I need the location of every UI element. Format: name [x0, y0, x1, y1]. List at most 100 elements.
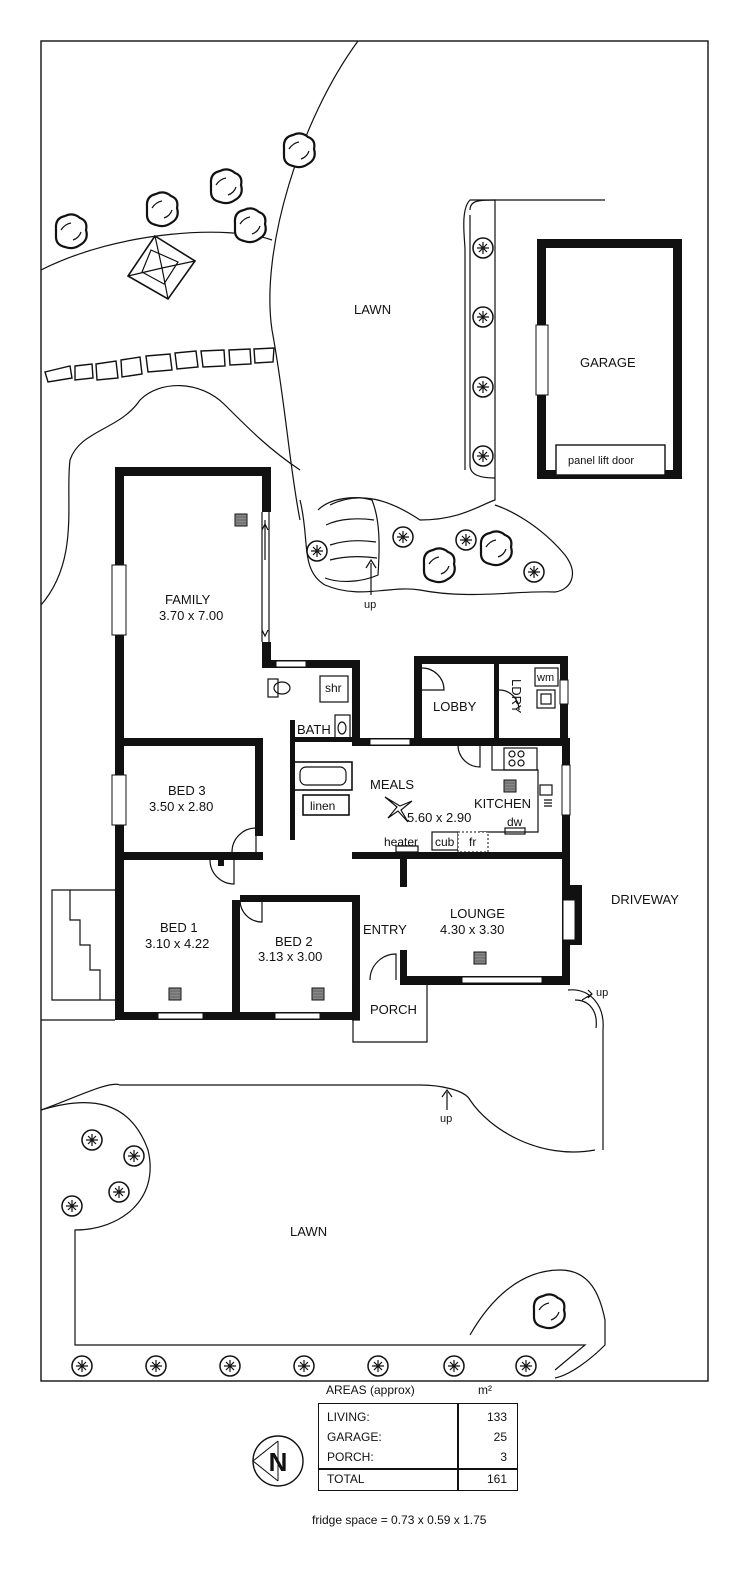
- garage: [535, 239, 682, 479]
- window: [111, 564, 127, 636]
- vent: [473, 951, 487, 965]
- ceiling-fan: [384, 796, 413, 823]
- linen-label: linen: [310, 799, 335, 813]
- door-swing: [231, 827, 257, 853]
- shrub: [219, 1355, 241, 1377]
- shrub: [515, 1355, 537, 1377]
- path-curve: [299, 499, 573, 596]
- bath-label: BATH: [297, 722, 331, 737]
- garage-label: GARAGE: [580, 355, 636, 370]
- shrub: [61, 1195, 83, 1217]
- front-garden-left: [40, 1101, 587, 1371]
- tree: [145, 191, 179, 228]
- garden-bed-rear: [329, 199, 496, 521]
- meals-label: MEALS: [370, 777, 414, 792]
- bed1-dim: 3.10 x 4.22: [145, 936, 209, 951]
- window: [562, 899, 576, 941]
- door-swing: [239, 899, 263, 923]
- family-dim: 3.70 x 7.00: [159, 608, 223, 623]
- fr-label: fr: [469, 835, 476, 849]
- tree: [233, 207, 267, 244]
- shrub: [71, 1355, 93, 1377]
- kitchen-fixtures: [395, 667, 559, 854]
- lawn-edge-left: [40, 384, 301, 606]
- shrub: [523, 561, 545, 583]
- side-step-curve: [567, 989, 604, 1031]
- vent: [503, 779, 517, 793]
- shrub: [472, 306, 494, 328]
- lounge-label: LOUNGE: [450, 906, 505, 921]
- areas-box: LIVING: 133 GARAGE: 25 PORCH: 3 TOTAL 16…: [318, 1403, 518, 1491]
- fridge-space-note: fridge space = 0.73 x 0.59 x 1.75: [312, 1513, 487, 1527]
- shrub: [392, 526, 414, 548]
- front-path: [40, 1019, 604, 1153]
- bath-fixtures: [267, 675, 353, 816]
- lobby-label: LOBBY: [433, 699, 477, 714]
- wm-label: wm: [536, 672, 554, 684]
- ldry-label: LDRY: [509, 679, 524, 714]
- gazebo: [126, 234, 197, 301]
- shrub: [472, 445, 494, 467]
- door-swing: [209, 859, 235, 885]
- vent: [234, 513, 248, 527]
- window: [111, 774, 127, 826]
- north-compass-icon: N: [252, 1435, 304, 1487]
- up-label-porch: up: [596, 987, 608, 999]
- tree: [479, 530, 513, 567]
- door-swing: [369, 953, 397, 981]
- rear-steps: [317, 497, 380, 582]
- tree: [532, 1293, 566, 1330]
- tree: [422, 547, 456, 584]
- up-label-front: up: [440, 1113, 452, 1125]
- porch-label: PORCH: [370, 1002, 417, 1017]
- shrub: [108, 1181, 130, 1203]
- areas-unit: m²: [478, 1383, 492, 1397]
- shrub: [472, 376, 494, 398]
- heater-label: heater: [384, 835, 418, 849]
- bed3-dim: 3.50 x 2.80: [149, 799, 213, 814]
- stepping-stones: [44, 347, 275, 383]
- site-boundary: [40, 40, 709, 1382]
- shrub: [443, 1355, 465, 1377]
- shrub: [145, 1355, 167, 1377]
- areas-header: AREAS (approx): [326, 1383, 415, 1397]
- entry-label: ENTRY: [363, 922, 407, 937]
- shrub: [123, 1145, 145, 1167]
- kitchen-label: KITCHEN: [474, 796, 531, 811]
- shrub: [81, 1129, 103, 1151]
- bed2-dim: 3.13 x 3.00: [258, 949, 322, 964]
- tree: [282, 132, 316, 169]
- door-swing: [498, 689, 520, 711]
- window: [275, 660, 307, 668]
- window: [369, 738, 411, 746]
- family-label: FAMILY: [165, 592, 211, 607]
- dw-label: dw: [507, 815, 523, 829]
- window: [561, 764, 571, 816]
- up-label-rear: up: [364, 599, 376, 611]
- tree: [54, 213, 88, 250]
- bed2-label: BED 2: [275, 934, 313, 949]
- vent: [311, 987, 325, 1001]
- door-swing: [421, 667, 445, 691]
- lawn-label-bottom: LAWN: [290, 1224, 327, 1239]
- tree: [209, 168, 243, 205]
- compass-letter: N: [269, 1447, 288, 1477]
- lounge-dim: 4.30 x 3.30: [440, 922, 504, 937]
- shrub: [293, 1355, 315, 1377]
- window: [157, 1012, 204, 1020]
- window: [461, 976, 543, 984]
- front-garden-right: [469, 1269, 606, 1379]
- bed3-label: BED 3: [168, 783, 206, 798]
- sliding-door: [260, 512, 272, 642]
- window: [559, 679, 569, 705]
- shrub: [455, 529, 477, 551]
- shrub: [472, 237, 494, 259]
- vent: [168, 987, 182, 1001]
- door-swing: [457, 744, 481, 768]
- lawn-path-left: [269, 40, 359, 521]
- window: [274, 1012, 321, 1020]
- side-steps: [51, 889, 115, 1001]
- panel-lift-door-label: panel lift door: [568, 455, 634, 467]
- porch-outline: [352, 985, 428, 1043]
